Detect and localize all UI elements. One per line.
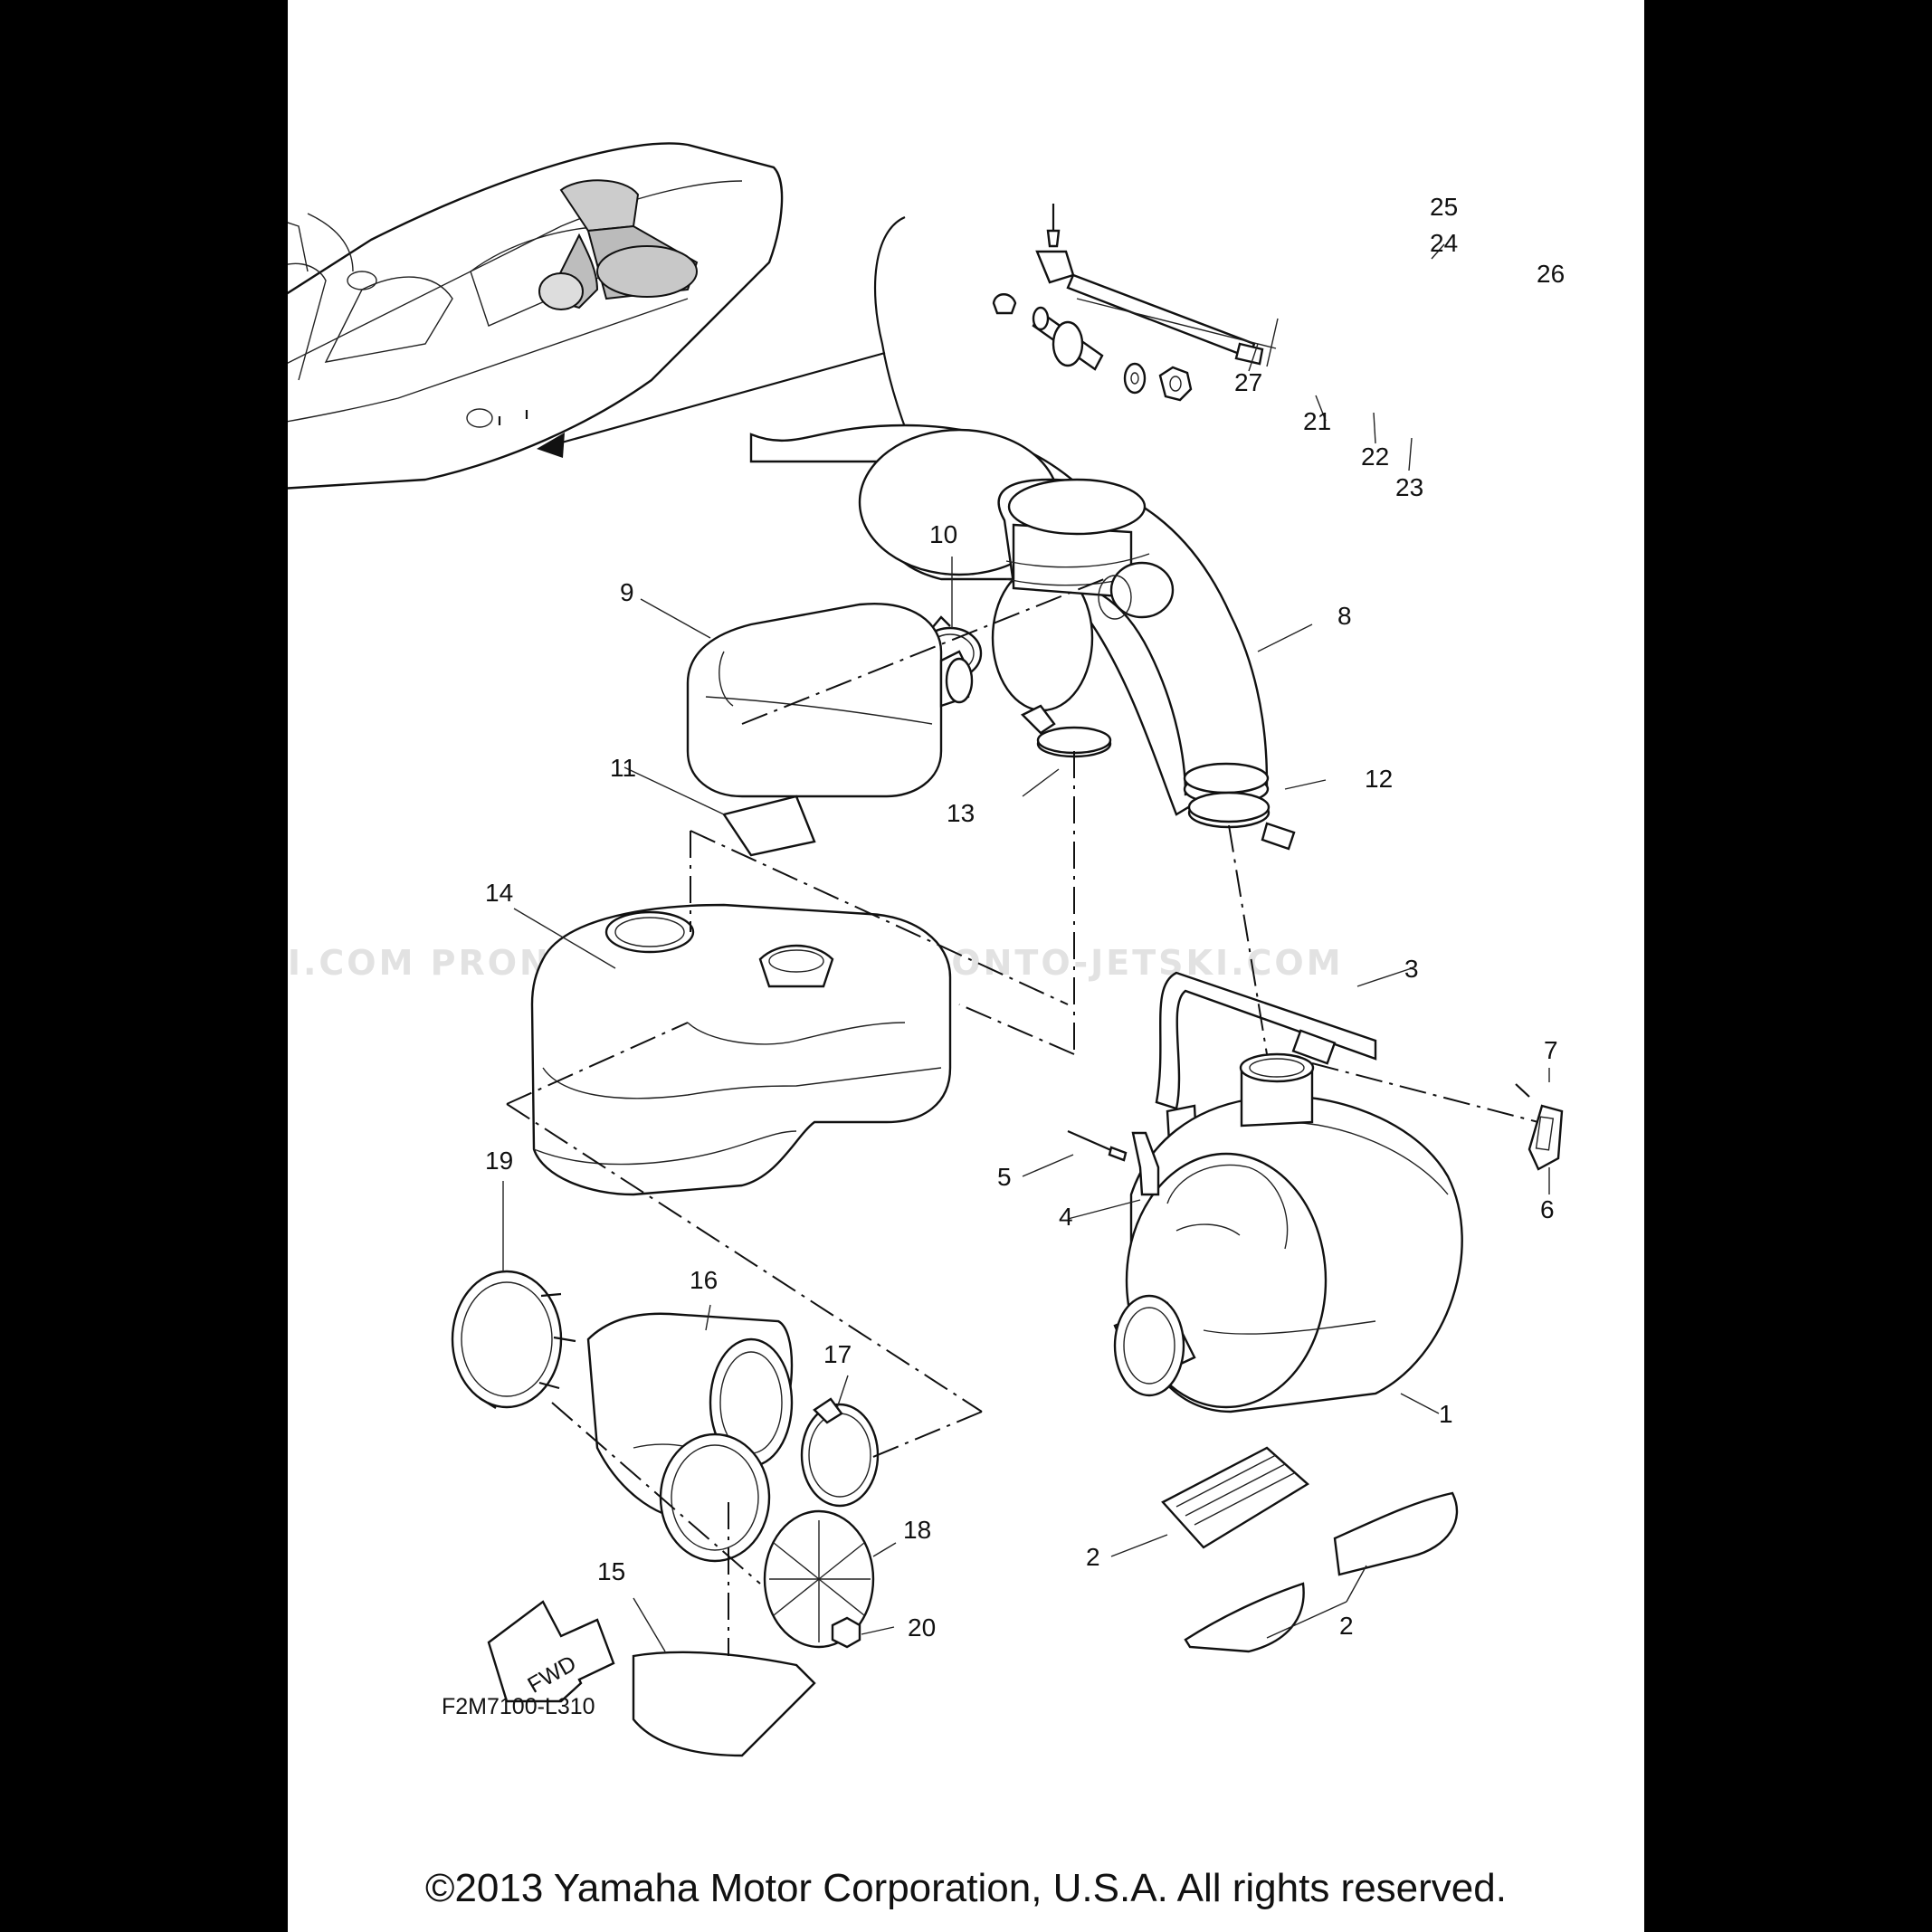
callout-23: 23: [1395, 473, 1423, 501]
callout-26: 26: [1537, 260, 1565, 288]
callout-10: 10: [929, 520, 957, 548]
callout-6: 6: [1540, 1195, 1555, 1223]
callout-5: 5: [997, 1163, 1012, 1191]
part-13-clamp: [1020, 704, 1112, 758]
callout-19: 19: [485, 1147, 513, 1175]
callout-2b: 2: [1339, 1612, 1354, 1640]
part-11-pad: [722, 795, 816, 857]
callout-14: 14: [485, 879, 513, 907]
callout-17: 17: [823, 1340, 852, 1368]
part-12-clamp: [1187, 791, 1296, 851]
callout-25: 25: [1430, 193, 1458, 221]
callout-11: 11: [610, 754, 636, 782]
parts-diagram-sheet: JETSKI.COM PRONTO-JETSKI.COM PRONTO-JETS…: [288, 0, 1644, 1932]
callout-13: 13: [947, 799, 975, 827]
callout-2a: 2: [1086, 1543, 1100, 1571]
callout-15: 15: [597, 1557, 625, 1585]
lower-intake-assembly: [451, 1270, 880, 1757]
watercraft-illustration: [288, 142, 784, 490]
fwd-arrow: FWD: [487, 1600, 615, 1703]
copyright-notice: ©2013 Yamaha Motor Corporation, U.S.A. A…: [425, 1866, 1507, 1910]
callout-18: 18: [903, 1516, 931, 1544]
callout-4: 4: [1059, 1203, 1073, 1231]
callout-3: 3: [1404, 955, 1419, 983]
callout-8: 8: [1337, 602, 1352, 630]
callout-24: 24: [1430, 229, 1458, 257]
part-8-elbow-body: [997, 478, 1270, 805]
part-2-pads: [1161, 1446, 1459, 1653]
callout-22: 22: [1361, 443, 1389, 471]
callout-27: 27: [1234, 368, 1262, 396]
part-9-airbox-cover: [686, 602, 974, 798]
part-1-filter-canister: [1113, 1052, 1463, 1413]
callout-9: 9: [620, 578, 634, 606]
callout-labels: 1 2 2 3 4 5 6 7 8 9 10 11 12 13 14 15 16…: [485, 193, 1565, 1642]
leader-lines: [502, 243, 1550, 1656]
callout-12: 12: [1365, 765, 1393, 793]
part-14-airbox: [530, 903, 952, 1196]
callout-21: 21: [1303, 407, 1331, 435]
drawing-code: F2M7100-L310: [442, 1694, 595, 1719]
exploded-parts-diagram: JETSKI.COM PRONTO-JETSKI.COM PRONTO-JETS…: [288, 142, 1565, 1757]
callout-1: 1: [1439, 1400, 1453, 1428]
callout-7: 7: [1544, 1036, 1558, 1064]
callout-20: 20: [908, 1613, 936, 1642]
mounting-hardware: [992, 204, 1264, 402]
callout-16: 16: [690, 1266, 718, 1294]
